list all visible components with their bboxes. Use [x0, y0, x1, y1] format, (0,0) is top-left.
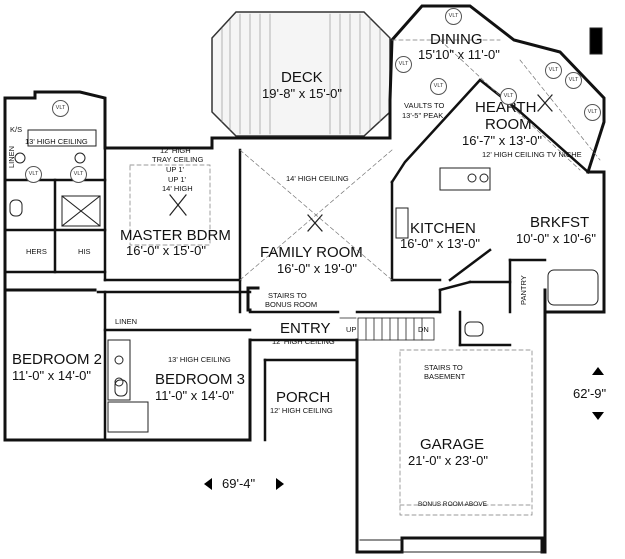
bedroom3-size: 11'-0" x 14'-0"	[155, 388, 234, 403]
note-tray-1: 12' HIGH	[160, 146, 191, 155]
vlt-bath-2: VLT	[25, 166, 42, 183]
master-size: 16'-0" x 15'-0"	[126, 243, 206, 258]
dining-name: DINING	[430, 31, 483, 48]
note-stairs-basement-1: STAIRS TO	[424, 363, 463, 372]
bedroom2-name: BEDROOM 2	[12, 351, 103, 368]
note-pantry: PANTRY	[519, 275, 528, 305]
deck-structure	[211, 11, 391, 137]
note-tray-5: 14' HIGH	[162, 184, 193, 193]
note-stairs-basement-2: BASEMENT	[424, 372, 466, 381]
brkfst-size: 10'-0" x 10'-6"	[516, 231, 596, 246]
vlt-bath-3: VLT	[70, 166, 87, 183]
note-ks: K/S	[10, 125, 23, 134]
note-hearth-ceiling: 12' HIGH CEILING TV NICHE	[482, 150, 582, 159]
note-hers: HERS	[26, 247, 47, 256]
vlt-dining-1: VLT	[445, 8, 462, 25]
dimension-markers	[204, 367, 604, 490]
vlt-hearth-4: VLT	[584, 104, 601, 121]
vlt-bath-1: VLT	[52, 100, 69, 117]
note-linen-bed: LINEN	[115, 317, 138, 326]
porch-name: PORCH	[276, 389, 331, 406]
stairs	[339, 317, 435, 341]
note-family-ceiling: 14' HIGH CEILING	[286, 174, 349, 183]
note-his: HIS	[78, 247, 91, 256]
vlt-hearth-3: VLT	[500, 88, 517, 105]
note-linen-master: LINEN	[7, 145, 16, 168]
note-bath-ceiling: 13' HIGH CEILING	[25, 137, 88, 146]
master-name: MASTER BDRM	[120, 227, 231, 244]
note-stairs-bonus-2: BONUS ROOM	[265, 300, 318, 309]
note-stairs-bonus-1: STAIRS TO	[268, 291, 307, 300]
stairs-down-label: DN	[418, 325, 429, 334]
note-tray-3: UP 1'	[166, 165, 184, 174]
fixtures	[9, 27, 603, 433]
vlt-dining-3: VLT	[430, 78, 447, 95]
ceiling-fans	[169, 94, 553, 232]
family-name: FAMILY ROOM	[260, 244, 363, 261]
family-size: 16'-0" x 19'-0"	[277, 261, 357, 276]
note-tray-2: TRAY CEILING	[152, 155, 204, 164]
vlt-hearth-2: VLT	[565, 72, 582, 89]
overall-depth-label: 62'-9"	[573, 386, 607, 401]
deck-size: 19'-8" x 15'-0"	[262, 86, 342, 101]
note-entry-ceiling: 12' HIGH CEILING	[272, 337, 335, 346]
bedroom2-size: 11'-0" x 14'-0"	[12, 368, 91, 383]
kitchen-size: 16'-0" x 13'-0"	[400, 236, 480, 251]
note-porch-ceiling: 12' HIGH CEILING	[270, 406, 333, 415]
dining-size: 15'10" x 11'-0"	[418, 47, 500, 62]
note-vaults-2: 13'-5" PEAK	[402, 111, 444, 120]
vlt-hearth-1: VLT	[545, 62, 562, 79]
stairs-up-label: UP	[346, 325, 357, 334]
deck-name: DECK	[281, 69, 323, 86]
garage-size: 21'-0" x 23'-0"	[408, 453, 488, 468]
note-bonus-above: BONUS ROOM ABOVE	[418, 501, 487, 508]
overall-width-label: 69'-4"	[222, 476, 256, 491]
hearth-size: 16'-7" x 13'-0"	[462, 133, 542, 148]
kitchen-name: KITCHEN	[410, 220, 476, 237]
hearth-name-2: ROOM	[485, 116, 532, 133]
interior-walls	[3, 78, 590, 442]
entry-name: ENTRY	[280, 320, 331, 337]
garage-name: GARAGE	[420, 436, 485, 453]
garage-door	[359, 539, 543, 553]
note-vaults-1: VAULTS TO	[404, 101, 445, 110]
brkfst-name: BRKFST	[530, 214, 590, 231]
ceiling-lines	[129, 39, 601, 516]
note-tray-4: UP 1'	[168, 175, 186, 184]
exterior-walls	[3, 4, 606, 554]
hearth-name: HEARTH	[475, 99, 537, 116]
vlt-dining-2: VLT	[395, 56, 412, 73]
bedroom3-name: BEDROOM 3	[155, 371, 246, 388]
note-bed3-ceiling: 13' HIGH CEILING	[168, 355, 231, 364]
